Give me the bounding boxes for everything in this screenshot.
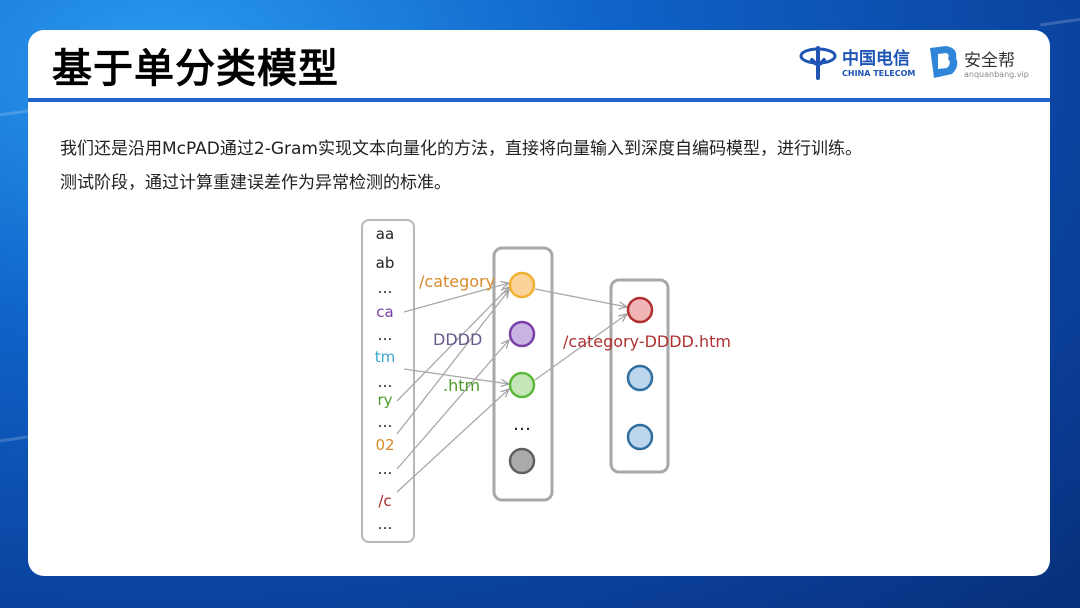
diagram-label: DDDD [433, 330, 482, 349]
input-token: 02 [375, 436, 394, 454]
description-paragraph: 我们还是沿用McPAD通过2-Gram实现文本向量化的方法，直接将向量输入到深度… [60, 132, 1040, 200]
description-line-1: 我们还是沿用McPAD通过2-Gram实现文本向量化的方法，直接将向量输入到深度… [60, 139, 862, 159]
input-token: … [378, 373, 393, 391]
input-layer-box [361, 219, 415, 543]
connection-arrow [403, 283, 509, 313]
input-token: … [378, 413, 393, 431]
input-token: ca [376, 303, 393, 321]
diagram-label: /category [419, 272, 495, 291]
china-telecom-name: 中国电信 [842, 49, 910, 69]
output-nodes [626, 296, 654, 451]
anquanbang-name: 安全帮 [964, 51, 1015, 71]
diagram-label: .htm [443, 376, 480, 395]
hidden-node [508, 320, 536, 348]
input-token: aa [376, 225, 394, 243]
anquanbang-logo: 安全帮 anquanbang.vip [926, 42, 1036, 88]
input-token: … [378, 460, 393, 478]
input-token: … [378, 326, 393, 344]
description-line-2: 测试阶段，通过计算重建误差作为异常检测的标准。 [60, 173, 451, 193]
diagram-label: /category-DDDD.htm [563, 332, 731, 351]
connection-arrow [396, 287, 509, 402]
input-token: … [378, 279, 393, 297]
wechat-icon [878, 545, 904, 565]
input-token: … [378, 515, 393, 533]
input-token: ab [376, 254, 395, 272]
output-node [626, 423, 654, 451]
hidden-node [508, 371, 536, 399]
output-node [626, 364, 654, 392]
output-node [626, 296, 654, 324]
connection-arrow [396, 290, 509, 435]
hidden-node [508, 447, 536, 475]
title-underline [28, 98, 1050, 102]
anquanbang-icon [930, 46, 958, 78]
connection-arrow [534, 288, 627, 307]
anquanbang-url: anquanbang.vip [964, 70, 1029, 79]
hidden-node [508, 271, 536, 299]
china-telecom-icon [799, 46, 837, 80]
connection-arrow [534, 314, 627, 381]
china-telecom-logo: 中国电信 CHINA TELECOM [798, 42, 918, 86]
input-token: ry [377, 391, 392, 409]
watermark-text: 安全帮 [905, 546, 972, 571]
connection-arrow [396, 389, 509, 493]
input-token: tm [375, 348, 396, 366]
hidden-ellipsis: … [513, 414, 531, 435]
input-tokens: aaab…ca…tm…ry…02…/c… [375, 225, 396, 533]
connection-arrow [403, 368, 509, 384]
connection-arrow [396, 340, 509, 470]
slide-title: 基于单分类模型 [52, 46, 339, 92]
connection-arrows [396, 283, 627, 493]
input-token: /c [378, 492, 391, 510]
china-telecom-subtitle: CHINA TELECOM [842, 69, 916, 78]
hidden-nodes: … [508, 271, 536, 475]
